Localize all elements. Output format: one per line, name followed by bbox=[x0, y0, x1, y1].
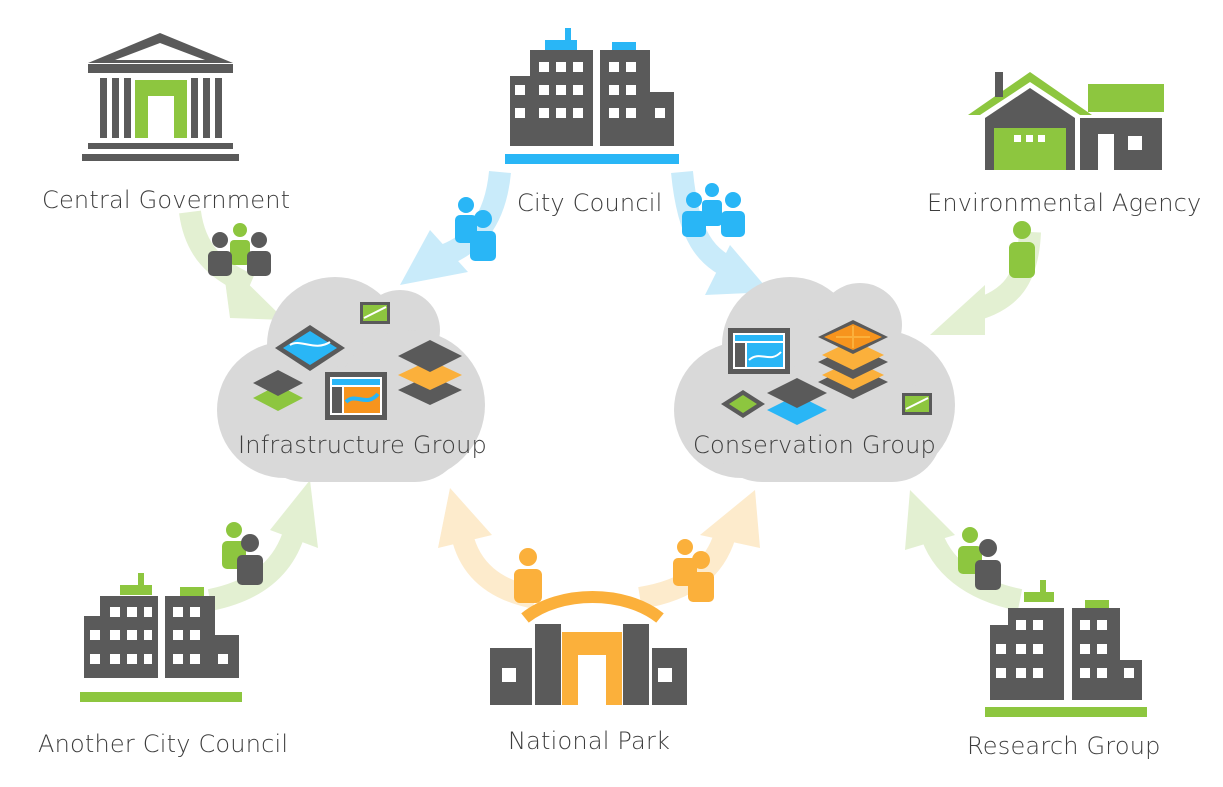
infra-layer-stack-icon bbox=[398, 340, 462, 405]
city-council-label: City Council bbox=[517, 189, 663, 217]
another-city-council-label: Another City Council bbox=[38, 730, 289, 758]
another-city-council-icon bbox=[80, 573, 242, 702]
arrow-research-to-conservation bbox=[905, 490, 1023, 611]
research-group-icon bbox=[985, 580, 1147, 717]
research-group-people-icon bbox=[958, 527, 1001, 590]
cons-map-window-icon bbox=[728, 328, 790, 374]
infra-map-window-icon bbox=[325, 372, 387, 420]
research-group-label: Research Group bbox=[967, 732, 1161, 760]
environmental-agency-icon bbox=[968, 72, 1164, 170]
cons-small-map-icon bbox=[902, 393, 932, 415]
national-park-people-right-icon bbox=[673, 539, 714, 602]
infrastructure-group-label: Infrastructure Group bbox=[238, 431, 487, 459]
arrow-anothercouncil-to-infrastructure bbox=[207, 480, 318, 611]
national-park-person-left-icon bbox=[514, 548, 542, 603]
infra-layer-green-icon bbox=[253, 370, 303, 411]
arrow-citycouncil-to-infrastructure bbox=[400, 170, 511, 285]
cons-map-diamond-green-icon bbox=[721, 390, 765, 418]
another-council-people-icon bbox=[222, 522, 263, 585]
city-council-people-left-icon bbox=[455, 197, 496, 261]
national-park-icon bbox=[490, 591, 687, 705]
conservation-group-label: Conservation Group bbox=[693, 431, 936, 459]
infra-small-map-icon bbox=[360, 302, 390, 324]
central-government-label: Central Government bbox=[42, 186, 291, 214]
cons-layer-blue-icon bbox=[767, 378, 827, 425]
national-park-label: National Park bbox=[508, 727, 671, 755]
arrow-citycouncil-to-conservation bbox=[671, 170, 770, 295]
environmental-agency-person-icon bbox=[1009, 221, 1035, 278]
city-council-people-right-icon bbox=[682, 183, 745, 237]
cons-layer-stack-orange-icon bbox=[818, 320, 888, 399]
city-council-icon bbox=[505, 28, 679, 164]
central-government-icon bbox=[82, 33, 239, 161]
central-government-people-icon bbox=[208, 223, 271, 276]
infra-map-diamond-icon bbox=[275, 325, 345, 371]
environmental-agency-label: Environmental Agency bbox=[927, 189, 1202, 217]
